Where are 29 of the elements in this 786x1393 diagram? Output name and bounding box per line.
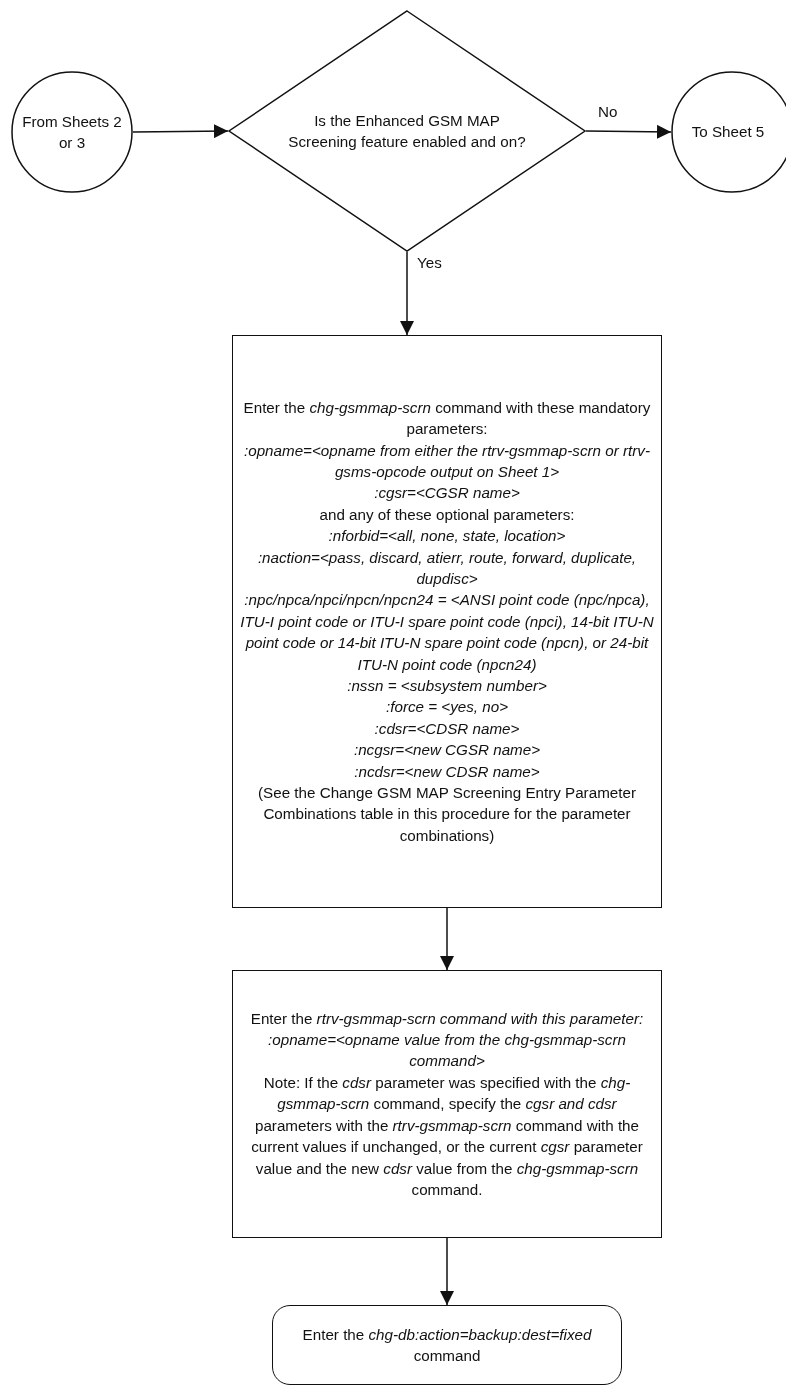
node-text: :nssn = <subsystem number>	[347, 676, 547, 696]
node-text: :force = <yes, no>	[386, 697, 508, 718]
node-text: :opname=<opname from either the rtrv-gsmmap-scrn or rtrv-gsms-opcode output on Sheet 1>	[243, 440, 651, 482]
node-text: To Sheet 5	[691, 122, 765, 143]
node-text: Enter the rtrv-gsmmap-scrn command with this parameter:	[250, 1008, 644, 1029]
node-text: Note: If the cdsr parameter was specified with the chg-gsmmap-scrn command, specify the cgsr and cdsr parameters with the rtrv-gsmmap-scrn command with the current values if unchanged, or the current cgsr parameter value and the new cdsr value from the chg-gsmmap-scrn command.	[250, 1072, 644, 1200]
node-text: :naction=<pass, discard, atierr, route, forward, duplicate, dupdisc>	[256, 547, 638, 589]
decision-diamond	[228, 10, 586, 252]
node-text: :npc/npca/npci/npcn/npcn24 = <ANSI point code (npc/npca), ITU-I point code or ITU-I spare point code (npci), 14-bit ITU-N point code or 14-bit ITU-N spare point code (npcn), or 24-bit ITU-N point code (npcn24)	[239, 590, 655, 675]
arrow	[440, 1237, 454, 1306]
node-text: :ncgsr=<new CGSR name>	[353, 740, 541, 761]
node-text: :ncdsr=<new CDSR name>	[354, 761, 540, 782]
terminal-box	[272, 1305, 622, 1385]
connector-circle	[11, 71, 133, 193]
node-text: and any of these optional parameters:	[319, 504, 575, 525]
process-box	[232, 970, 662, 1238]
node-text: From Sheets 2 or 3	[22, 111, 122, 153]
node-text: :cdsr=<CDSR name>	[374, 718, 520, 739]
process-box	[232, 335, 662, 908]
node-text: Enter the chg-gsmmap-scrn command with these mandatory parameters:	[242, 397, 652, 440]
arrow	[440, 907, 454, 971]
node-text: Is the Enhanced GSM MAP Screening feature enabled and on?	[288, 110, 526, 152]
node-text: Enter the chg-db:action=backup:dest=fixed command	[301, 1324, 593, 1366]
arrow	[132, 124, 229, 139]
arrow	[585, 124, 672, 139]
node-text: :cgsr=<CGSR name>	[374, 483, 520, 504]
node-text: :nforbid=<all, none, state, location>	[328, 526, 566, 547]
node-text: (See the Change GSM MAP Screening Entry Parameter Combinations table in this procedure for the parameter combinations)	[257, 783, 637, 846]
arrow	[400, 251, 414, 336]
